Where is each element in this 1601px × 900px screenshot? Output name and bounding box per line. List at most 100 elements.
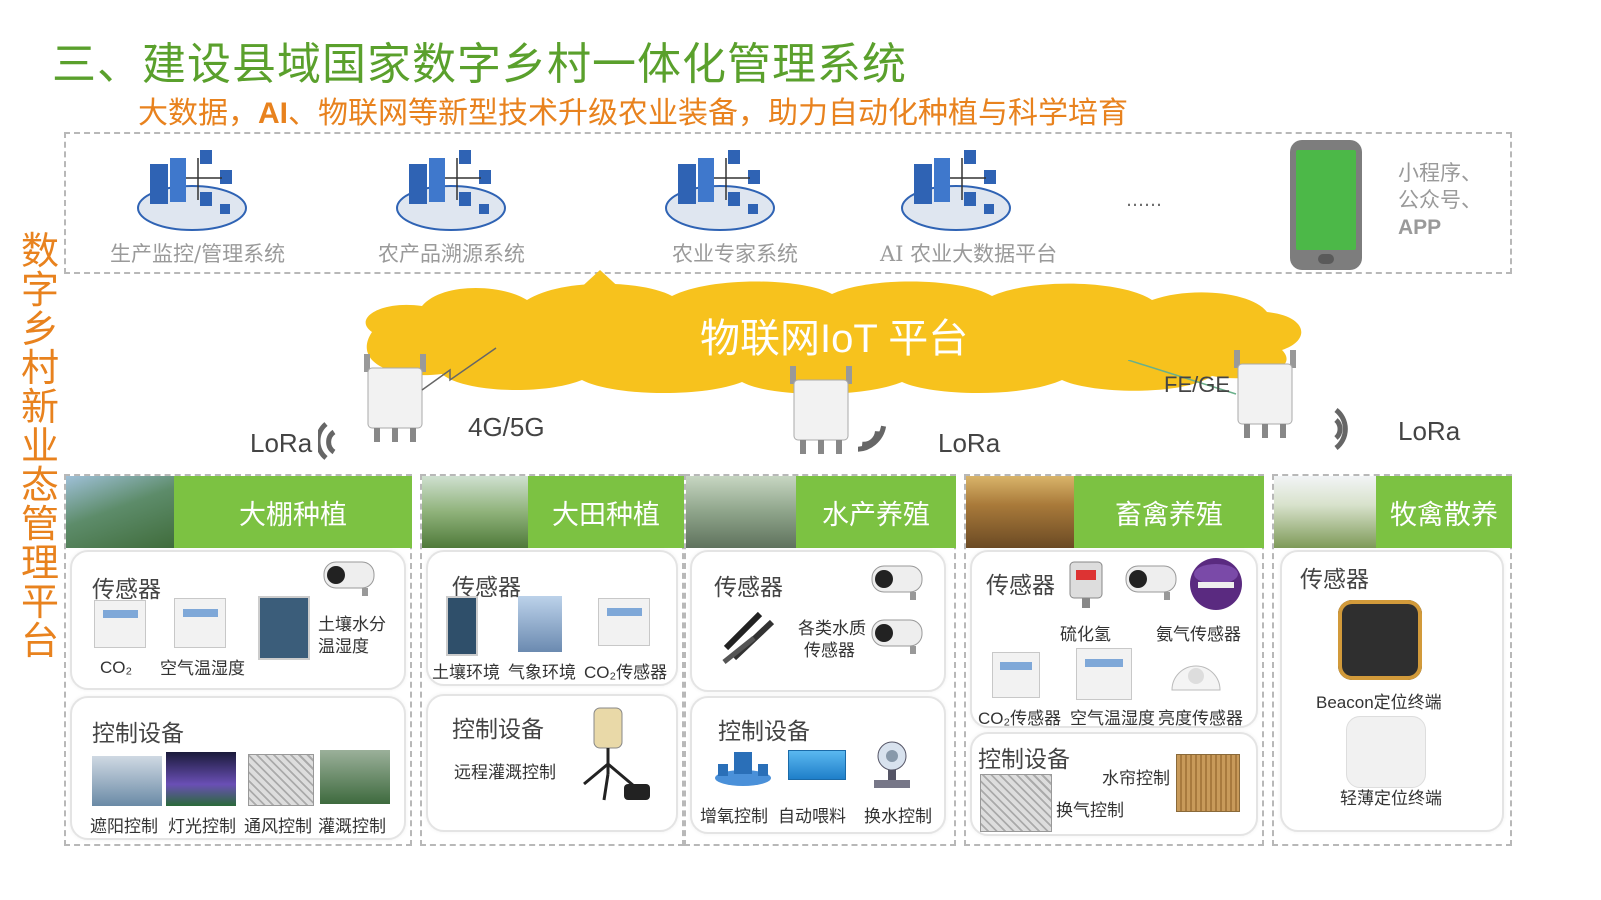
light-sensor-icon [1171, 665, 1221, 691]
gateway-device-icon [364, 354, 426, 442]
sensor-label-light: 亮度传感器 [1158, 709, 1243, 729]
co2-sensor-icon [94, 600, 146, 648]
sensor-label-soil: 土壤水分 [318, 615, 386, 635]
weather-station-icon [518, 596, 562, 652]
page-subtitle: 大数据，AI、物联网等新型技术升级农业装备，助力自动化种植与科学培育 [138, 88, 1128, 132]
livestock-photo [966, 476, 1078, 548]
control-label-air-exchange: 换气控制 [1056, 801, 1124, 821]
ventilation-control-image [248, 754, 314, 806]
sensor-box: 传感器 CO₂ 空气温湿度 土壤水分 温湿度 [70, 550, 406, 690]
sensor-label-water-quality: 各类水质 [798, 619, 866, 639]
ventilation-fan-image [980, 774, 1052, 832]
sensor-box: 传感器 各类水质 传感器 [690, 550, 946, 692]
side-char: 态 [20, 463, 59, 507]
iot-part2: IoT [820, 317, 878, 361]
sensor-title: 传感器 [986, 573, 1055, 599]
sensor-title: 传感器 [1300, 567, 1369, 593]
sensor-label-sensor: 传感器 [804, 641, 855, 661]
iot-cloud-shape [365, 270, 1302, 394]
water-quality-probe-icon [722, 611, 775, 664]
side-char: 乡 [20, 307, 59, 351]
control-title: 控制设备 [718, 719, 810, 745]
sector-title: 牧禽散养 [1376, 476, 1512, 548]
water-curtain-image [1176, 754, 1240, 812]
air-humidity-sensor-icon [1076, 648, 1132, 700]
h2s-sensor-icon [1069, 561, 1103, 608]
camera-icon [871, 619, 923, 654]
system-label-expert: 农业专家系统 [672, 242, 798, 266]
aquaculture-photo [686, 476, 800, 548]
control-label-light: 灯光控制 [168, 817, 236, 837]
cellular-label: 4G/5G [468, 412, 545, 442]
control-box: 控制设备 增氧控制 自动喂料 换水控制 [690, 696, 946, 834]
camera-icon [1125, 565, 1177, 600]
fe-ge-label: FE/GE [1164, 372, 1231, 397]
sector-title: 水产养殖 [796, 476, 956, 548]
sector-livestock: 畜禽养殖 传感器 硫化氢 氨气传感器 CO₂传感器 空气温湿度 亮度传感器 控制… [964, 474, 1264, 846]
iot-part1: 物联网 [700, 317, 820, 361]
sensor-box: 传感器 土壤环境 气象环境 CO₂传感器 [426, 550, 678, 686]
gateway-device-icon [790, 366, 852, 454]
sensor-label-air: 空气温湿度 [160, 659, 245, 679]
subtitle-part2: 、物联网等新型技术升级农业装备，助力自动化种植与科学培育 [288, 96, 1128, 131]
sensor-label-co2: CO₂ [100, 658, 133, 677]
server-cluster-icon [137, 150, 247, 231]
lora-label-left: LoRa [250, 428, 313, 458]
control-box: 控制设备 遮阳控制 灯光控制 通风控制 灌溉控制 [70, 696, 406, 840]
wireless-signal-icon [858, 425, 887, 452]
aerator-icon [715, 752, 771, 786]
control-label-shade: 遮阳控制 [90, 817, 158, 837]
iot-part3: 平台 [877, 317, 969, 361]
air-humidity-sensor-icon [174, 598, 226, 648]
side-char: 理 [20, 541, 59, 585]
system-label-bigdata: AI 农业大数据平台 [880, 242, 1058, 266]
irrigation-control-image [320, 750, 390, 804]
free-range-photo [1274, 476, 1380, 548]
sensor-label-temp: 温湿度 [318, 637, 369, 657]
subtitle-ai: AI [258, 97, 288, 130]
server-cluster-icon [665, 150, 775, 231]
control-title: 控制设备 [452, 717, 544, 743]
control-label-remote-irrigation: 远程灌溉控制 [454, 763, 556, 783]
control-box: 控制设备 远程灌溉控制 [426, 694, 678, 832]
ammonia-sensor-icon [1190, 558, 1242, 610]
control-label-feeding: 自动喂料 [778, 807, 846, 827]
cellular-link-icon [421, 347, 497, 391]
control-label-water-change: 换水控制 [864, 807, 932, 827]
co2-sensor-icon [992, 652, 1040, 698]
side-char: 业 [20, 424, 59, 468]
flow-meter-icon [874, 741, 910, 788]
app-channels: 小程序、公众号、APP [1398, 160, 1482, 241]
sensor-title: 传感器 [92, 577, 161, 603]
sensor-label-soil-env: 土壤环境 [432, 663, 500, 683]
soil-env-sensor-icon [446, 596, 478, 656]
camera-icon [323, 561, 375, 596]
irrigation-controller-icon [583, 707, 650, 801]
page-title: 三、建设县域国家数字乡村一体化管理系统 [52, 39, 907, 90]
field-photo [422, 476, 532, 548]
subtitle-part1: 大数据， [138, 96, 258, 131]
sector-aquaculture: 水产养殖 传感器 各类水质 传感器 控制设备 增氧控制 自动喂料 换水控制 [684, 474, 956, 846]
lora-label-center: LoRa [938, 428, 1001, 458]
side-char: 平 [20, 580, 59, 624]
app-line-official-account: 公众号、 [1398, 188, 1482, 212]
control-label-irrigation: 灌溉控制 [318, 817, 386, 837]
lora-label-right: LoRa [1398, 416, 1461, 446]
phone-screen [1296, 150, 1356, 250]
control-title: 控制设备 [92, 721, 184, 747]
phone-icon [1290, 140, 1362, 270]
sensor-label-weather: 气象环境 [508, 663, 576, 683]
system-label-traceability: 农产品溯源系统 [378, 242, 525, 266]
gateway-device-icon [1234, 350, 1296, 438]
sensor-label-co2: CO₂传感器 [584, 663, 668, 682]
side-char: 字 [20, 268, 59, 312]
server-cluster-icon [396, 150, 506, 231]
side-char: 村 [20, 346, 59, 390]
sensor-label-air: 空气温湿度 [1070, 709, 1155, 729]
app-line-app: APP [1398, 216, 1442, 239]
side-char: 新 [20, 385, 59, 429]
control-label-aeration: 增氧控制 [700, 807, 768, 827]
system-label-production: 生产监控/管理系统 [110, 242, 286, 266]
application-layer-panel [64, 132, 1512, 274]
sector-title: 大田种植 [528, 476, 684, 548]
